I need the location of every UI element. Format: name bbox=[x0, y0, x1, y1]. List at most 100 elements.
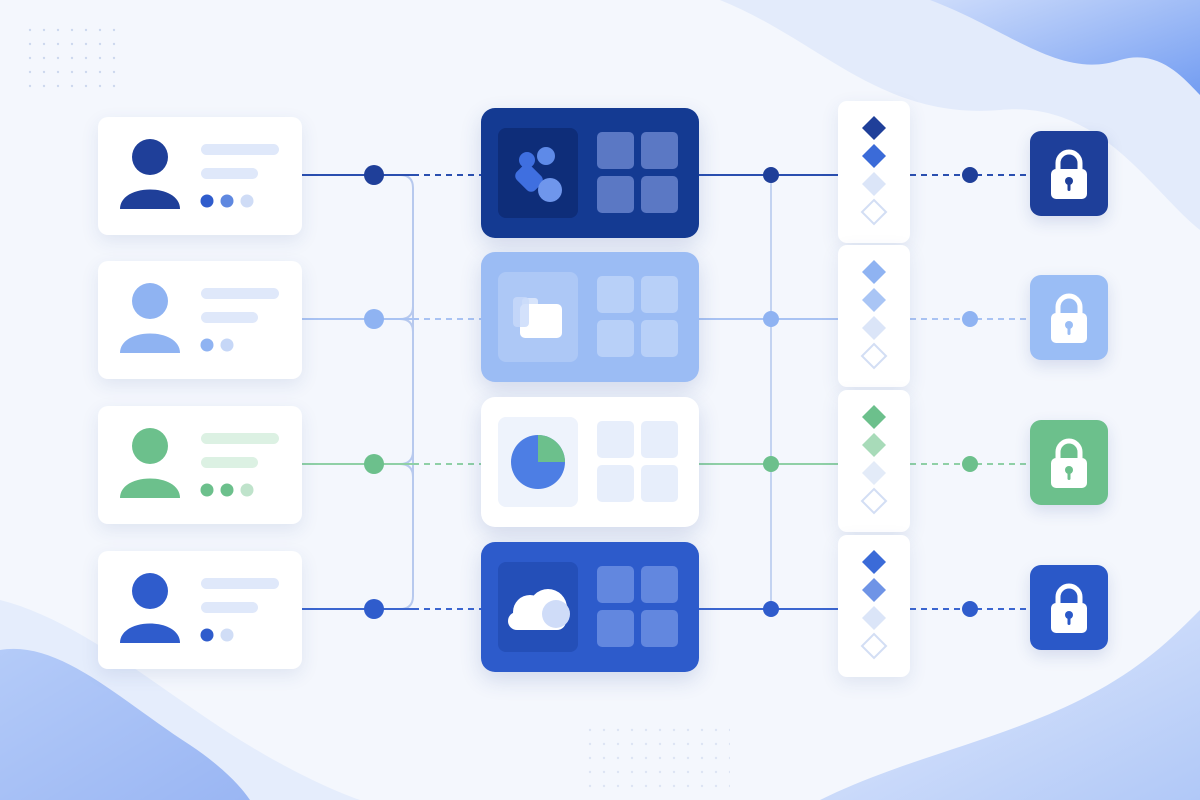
status-dot bbox=[200, 338, 214, 352]
user-head bbox=[132, 428, 168, 464]
module-card bbox=[481, 108, 699, 238]
user-card bbox=[98, 261, 302, 379]
connector-node bbox=[763, 456, 779, 472]
permission-card bbox=[838, 101, 910, 243]
module-card bbox=[481, 252, 699, 382]
diamond-marker bbox=[862, 433, 886, 457]
lock-icon bbox=[1051, 583, 1087, 633]
left-bus-line bbox=[399, 174, 414, 610]
lock-tile bbox=[1030, 131, 1108, 216]
diamond-marker bbox=[860, 198, 888, 226]
diamond-marker bbox=[862, 461, 886, 485]
module-icon-panel bbox=[498, 417, 578, 507]
pie-chart-icon bbox=[511, 435, 565, 489]
diamond-marker bbox=[862, 260, 886, 284]
user-icon bbox=[120, 139, 279, 209]
folder-icon bbox=[513, 297, 562, 338]
status-dot bbox=[200, 628, 214, 642]
status-dot bbox=[240, 483, 254, 497]
user-icon bbox=[120, 428, 279, 498]
user-body bbox=[120, 623, 180, 643]
wave-bottom-left-soft bbox=[0, 600, 360, 800]
module-card bbox=[481, 397, 699, 527]
diamond-marker bbox=[862, 144, 886, 168]
connector-node bbox=[763, 311, 779, 327]
diamond-marker bbox=[862, 316, 886, 340]
lock-tile bbox=[1030, 420, 1108, 505]
diamond-marker bbox=[862, 172, 886, 196]
status-dot bbox=[200, 194, 214, 208]
wave-bottom-right bbox=[820, 610, 1200, 800]
module-tile bbox=[641, 276, 678, 313]
user-icon bbox=[120, 573, 279, 643]
wave-top-right bbox=[930, 0, 1200, 95]
module-tile bbox=[641, 610, 678, 647]
text-placeholder-bar bbox=[201, 168, 258, 179]
module-tile bbox=[641, 132, 678, 169]
left-bus-branch bbox=[399, 318, 414, 333]
lock-tile bbox=[1030, 565, 1108, 650]
diamond-marker bbox=[862, 578, 886, 602]
status-dot bbox=[200, 483, 214, 497]
diamond-marker bbox=[862, 550, 886, 574]
module-tile bbox=[641, 465, 678, 502]
text-placeholder-bar bbox=[201, 144, 279, 155]
user-icon bbox=[120, 283, 279, 353]
module-icon-panel bbox=[498, 128, 578, 218]
diamond-marker bbox=[862, 116, 886, 140]
app-group-icon bbox=[515, 147, 562, 202]
module-card bbox=[481, 542, 699, 672]
lock-icon bbox=[1051, 149, 1087, 199]
connector-node bbox=[962, 456, 978, 472]
diamond-marker bbox=[862, 606, 886, 630]
lock-icon bbox=[1051, 438, 1087, 488]
module-icon-panel bbox=[498, 272, 578, 362]
module-tile bbox=[641, 421, 678, 458]
connector-node bbox=[364, 599, 384, 619]
permission-levels bbox=[860, 550, 888, 660]
user-head bbox=[132, 283, 168, 319]
permission-levels bbox=[860, 260, 888, 370]
module-tile bbox=[597, 610, 634, 647]
connector-node bbox=[364, 309, 384, 329]
module-tile bbox=[641, 320, 678, 357]
cloud-icon bbox=[508, 589, 570, 630]
user-body bbox=[120, 478, 180, 498]
diamond-marker bbox=[862, 288, 886, 312]
user-card bbox=[98, 117, 302, 235]
user-head bbox=[132, 573, 168, 609]
text-placeholder-bar bbox=[201, 578, 279, 589]
left-bus-branch bbox=[399, 450, 414, 465]
module-tile bbox=[597, 132, 634, 169]
connector-node bbox=[763, 601, 779, 617]
user-head bbox=[132, 139, 168, 175]
connector-node bbox=[962, 601, 978, 617]
module-tile bbox=[641, 566, 678, 603]
lock-tile bbox=[1030, 275, 1108, 360]
lock-icon bbox=[1051, 293, 1087, 343]
text-placeholder-bar bbox=[201, 602, 258, 613]
diamond-marker bbox=[862, 405, 886, 429]
status-dot bbox=[220, 338, 234, 352]
user-body bbox=[120, 189, 180, 209]
connector-node bbox=[364, 165, 384, 185]
module-tile bbox=[597, 566, 634, 603]
text-placeholder-bar bbox=[201, 457, 258, 468]
module-tile bbox=[597, 176, 634, 213]
connector-node bbox=[364, 454, 384, 474]
diamond-marker bbox=[860, 632, 888, 660]
left-bus-branch bbox=[399, 463, 414, 478]
module-tile bbox=[641, 176, 678, 213]
module-tile bbox=[597, 421, 634, 458]
left-bus-branch bbox=[399, 305, 414, 320]
text-placeholder-bar bbox=[201, 288, 279, 299]
permission-card bbox=[838, 535, 910, 677]
text-placeholder-bar bbox=[201, 433, 279, 444]
module-tile bbox=[597, 465, 634, 502]
module-icon-panel bbox=[498, 562, 578, 652]
connector-node bbox=[962, 167, 978, 183]
diamond-marker bbox=[860, 487, 888, 515]
connector-node bbox=[763, 167, 779, 183]
connector-node bbox=[962, 311, 978, 327]
